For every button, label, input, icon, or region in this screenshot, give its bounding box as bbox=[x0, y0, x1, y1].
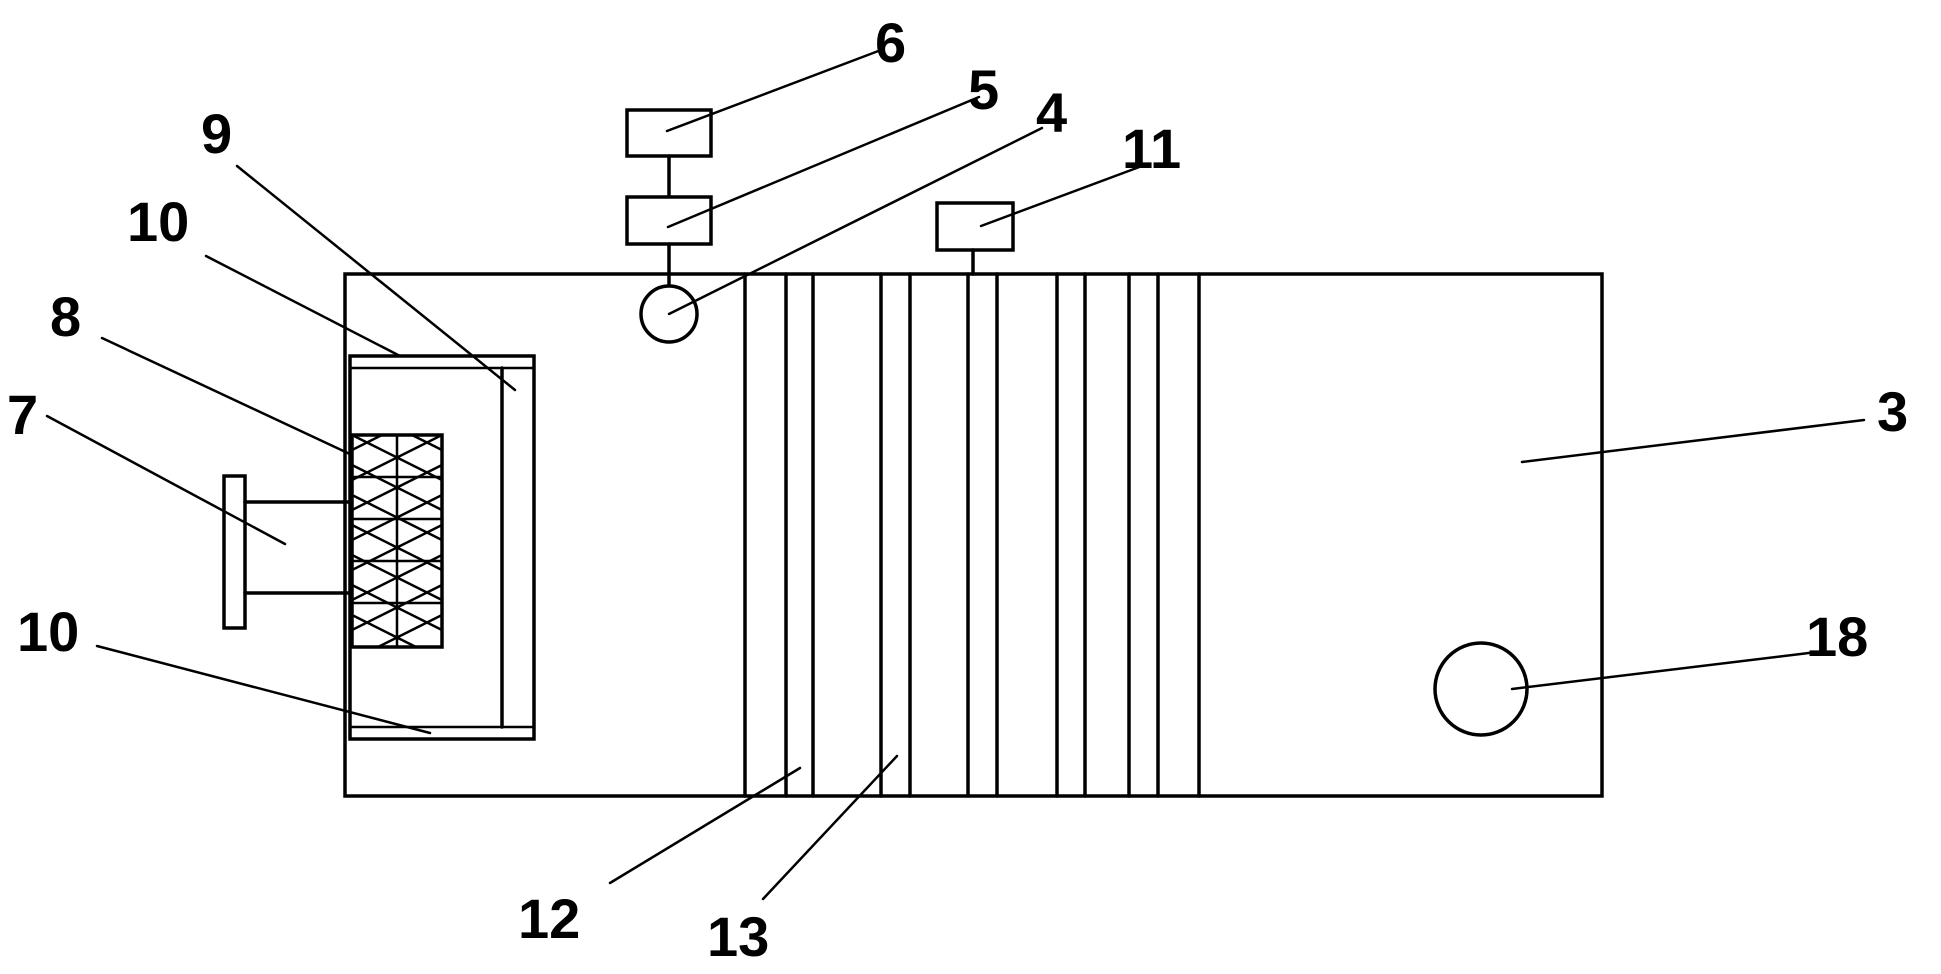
leader-lines bbox=[45, 48, 1866, 901]
main-housing bbox=[343, 272, 1604, 798]
callout-11: 11 bbox=[1122, 117, 1181, 180]
controller-box-5 bbox=[625, 195, 713, 246]
callout-7: 7 bbox=[7, 383, 38, 446]
mesh-filter bbox=[350, 433, 444, 649]
callout-5: 5 bbox=[968, 58, 999, 121]
callout-10-top: 10 bbox=[127, 190, 189, 253]
callout-9: 9 bbox=[201, 102, 232, 165]
callout-8: 8 bbox=[50, 285, 81, 348]
callout-10-bottom: 10 bbox=[17, 600, 79, 663]
callout-12: 12 bbox=[518, 887, 580, 950]
flange-plate bbox=[222, 474, 247, 630]
callout-13: 13 bbox=[707, 905, 769, 968]
callout-4: 4 bbox=[1036, 81, 1067, 144]
plate-array bbox=[743, 272, 1201, 798]
callout-6: 6 bbox=[875, 11, 906, 74]
outlet-circle-18 bbox=[1433, 641, 1529, 737]
callout-18: 18 bbox=[1806, 605, 1868, 668]
callout-3: 3 bbox=[1877, 380, 1908, 443]
controller-box-11 bbox=[935, 201, 1015, 252]
controller-box-6 bbox=[625, 108, 713, 158]
